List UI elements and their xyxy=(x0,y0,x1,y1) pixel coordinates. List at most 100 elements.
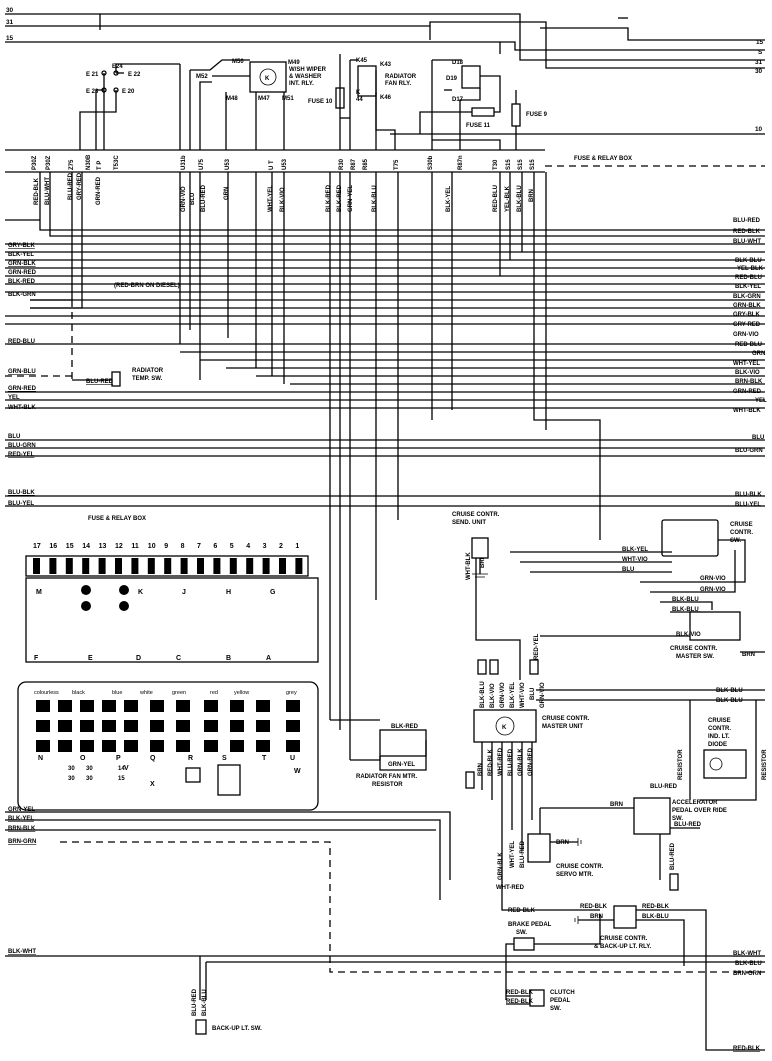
connector-block xyxy=(150,700,164,712)
fuse-glyph xyxy=(197,558,204,574)
backup-relay-box xyxy=(613,905,637,929)
bus-label-15: 15 xyxy=(6,35,14,42)
radiator-fan-label-2: RESISTOR xyxy=(372,782,403,788)
servo-wire-5: WHT-RED xyxy=(496,885,525,891)
terminal-4: N30B xyxy=(86,154,92,170)
connector-block xyxy=(124,740,138,752)
terminal-1: P30Z xyxy=(32,155,38,170)
connector-block xyxy=(176,700,190,712)
rwl-24: BLU-YEL xyxy=(735,502,761,508)
label-e24: E24 xyxy=(112,64,123,70)
sender-wire-1: WHT-BLK xyxy=(466,552,472,580)
accel-label-3: SW. xyxy=(672,816,683,822)
connector-block xyxy=(58,720,72,732)
mu-side-wire: RED-YEL xyxy=(534,633,540,660)
relay-letter-F: F xyxy=(34,655,39,662)
terminal-3: Z75 xyxy=(69,159,75,170)
rwl-13: RED-BLU xyxy=(735,342,762,348)
lwl-7: RED-BLU xyxy=(8,339,35,345)
connector-block xyxy=(176,720,190,732)
connector-block xyxy=(286,740,300,752)
fuse-glyph xyxy=(65,558,73,574)
twl-2: BLU-WHT xyxy=(45,177,51,205)
wiper-relay-label-2: & WASHER xyxy=(289,74,322,80)
clutch-pedal-switch: CLUTCH PEDAL SW. RED-BLK RED-BLK xyxy=(506,989,575,1012)
diode-label-3: IND. LT. xyxy=(708,734,730,740)
d-relay xyxy=(461,65,481,89)
resistor-box xyxy=(379,729,427,757)
twl-17: RED-BLU xyxy=(493,185,499,212)
bottom-value-3: 30 xyxy=(68,776,75,782)
br-1: BLK-WHT xyxy=(733,951,761,957)
rwl-1: BLU-RED xyxy=(733,218,761,224)
bottom-value-5: 14 xyxy=(118,766,125,772)
br-4: RED-BLK xyxy=(733,1046,761,1052)
svg-text:K: K xyxy=(502,725,507,731)
bus-label-30: 30 xyxy=(6,7,14,14)
lwl-15: BLU-BLK xyxy=(8,490,35,496)
fuse-relay-box-label: FUSE & RELAY BOX xyxy=(574,156,632,162)
mu-top-4: BLK-YEL xyxy=(510,682,516,708)
connector-block xyxy=(80,740,94,752)
master-switch-wire-1: BLK-VIO xyxy=(676,632,701,638)
brake-pedal-switch: BRAKE PEDAL SW. RED-BLK xyxy=(501,880,601,1000)
rwl-3: BLU-WHT xyxy=(733,239,761,245)
connector-block xyxy=(80,720,94,732)
connector-block xyxy=(230,700,244,712)
terminal-5: T P xyxy=(97,161,103,170)
ind-lt-diode: CRUISE CONTR. IND. LT. DIODE RESISTOR RE… xyxy=(650,700,768,801)
bl-3: BRN-BLK xyxy=(8,826,36,832)
bus-label-r31: 31 xyxy=(755,59,763,66)
mu-top-6: BLU xyxy=(530,688,536,700)
mu-top-3: GRN-VIO xyxy=(500,682,506,708)
radiator-fan-relay xyxy=(357,65,377,97)
fuse-number-10: 10 xyxy=(148,543,156,550)
bus-lines: 30 31 15 15 S 31 30 10 xyxy=(5,7,765,135)
br-2: BLK-BLU xyxy=(735,961,762,967)
color-header-green: green xyxy=(172,690,186,696)
relay-letter-H: H xyxy=(226,589,231,596)
fuse-number-1: 1 xyxy=(295,543,299,550)
connector-block xyxy=(230,720,244,732)
connector-letter-X: X xyxy=(150,781,155,788)
br-3: BRN-GRN xyxy=(733,971,761,977)
resistor-label-1: RESISTOR xyxy=(678,749,684,780)
connector-block xyxy=(230,740,244,752)
mu-bot-5: GRN-BLK xyxy=(518,748,524,776)
fuse-glyph xyxy=(82,558,90,574)
fuse-number-4: 4 xyxy=(246,543,250,550)
wiper-relay-label-1: W/SH WIPER xyxy=(289,67,327,73)
diesel-note: (RED-BRN ON DIESEL) xyxy=(114,283,180,289)
fuse-glyph xyxy=(33,558,40,574)
radiator-relay-label-1: RADIATOR xyxy=(385,74,417,80)
label-e20: E 20 xyxy=(122,89,135,95)
label-d19: D19 xyxy=(446,76,458,82)
bus-label-r10: 10 xyxy=(755,126,763,133)
master-switch-wire-2: BRN xyxy=(742,652,755,658)
mu-bot-4: BLU-RED xyxy=(508,748,514,776)
relay-letter-B: B xyxy=(226,655,231,662)
terminal-15: T75 xyxy=(394,159,400,170)
rwl-4: BLK-BLU xyxy=(735,258,762,264)
backup-wire-1: BLU-RED xyxy=(192,988,198,1016)
lwl-11: WHT-BLK xyxy=(8,405,36,411)
fuse-glyph xyxy=(262,558,270,574)
backup-relay-wire-4: BLK-BLU xyxy=(642,914,669,920)
radiator-fan-wire-2: GRN-YEL xyxy=(388,762,415,768)
fuse-number-11: 11 xyxy=(131,543,139,550)
fuse-glyph xyxy=(49,558,57,574)
accel-label-1: ACCELERATOR xyxy=(672,800,718,806)
rwl-7: BLK-YEL xyxy=(735,284,761,290)
fuse-box-title: FUSE & RELAY BOX xyxy=(88,516,146,522)
rwl-15: WHT-YEL xyxy=(733,361,760,367)
color-header-colourless: colourless xyxy=(34,690,59,696)
mu-top-5: WHT-VIO xyxy=(520,682,526,708)
cruise-sw-wire-6: BLK-BLU xyxy=(672,597,699,603)
fuse-number-3: 3 xyxy=(263,543,267,550)
radiator-fan-resistor: BLK-RED GRN-YEL RADIATOR FAN MTR. RESIST… xyxy=(330,719,427,788)
color-header-red: red xyxy=(210,690,218,696)
terminal-11: U53 xyxy=(282,158,288,170)
connector-block xyxy=(80,700,94,712)
rwl-23: BLU-BLK xyxy=(735,492,762,498)
